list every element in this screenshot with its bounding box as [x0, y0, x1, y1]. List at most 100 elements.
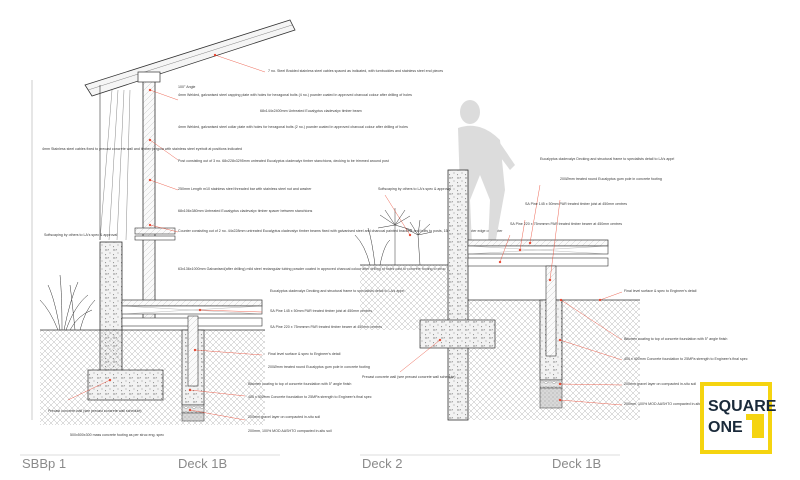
svg-text:SA Pine 220 x 75mmmm PAR treat: SA Pine 220 x 75mmmm PAR treated timber … — [270, 325, 382, 329]
logo-line2: ONE — [708, 419, 743, 436]
svg-text:Counter consisting out of 2 no: Counter consisting out of 2 no. 44x228mm… — [178, 229, 503, 233]
annotation-text: Precast concrete wall (see precast concr… — [362, 375, 455, 379]
right-annotations: Eucalyptus cladevalyx Decking and struct… — [362, 157, 748, 406]
svg-text:Final level surface & spec to: Final level surface & spec to Engineer's… — [624, 289, 697, 293]
svg-text:Post consisting out of 3 no. 6: Post consisting out of 3 no. 68x228x3295… — [178, 159, 389, 163]
annotation-text: Post consisting out of 3 no. 68x228x3295… — [178, 159, 389, 163]
svg-text:Precast concrete wall (see pre: Precast concrete wall (see precast concr… — [48, 409, 141, 413]
section-label-deck2: Deck 2 — [362, 456, 402, 471]
svg-text:Bitumen coating to top of conc: Bitumen coating to top of concrete found… — [248, 382, 351, 386]
svg-text:500x500x300 mass concrete foot: 500x500x300 mass concrete footing as per… — [70, 433, 164, 437]
section-labels: SBBp 1 Deck 1B Deck 2 Deck 1B — [20, 454, 620, 471]
annotation-text: Eucalyptus cladevalyx Decking and struct… — [540, 157, 675, 161]
svg-text:4mm Welded, galvanised steel c: 4mm Welded, galvanised steel collar plat… — [178, 125, 408, 129]
annotation-text: SA Pine 145 x 50mm PAR treated timber jo… — [525, 202, 627, 206]
annotation-text: 200Ømm treated round Eucalyptus gum pole… — [268, 365, 370, 369]
compacted-soil — [181, 412, 205, 422]
annotation-text: 200mm gravel layer on compacted in-situ … — [624, 382, 696, 386]
svg-text:400 x 400mm Concrete foundatio: 400 x 400mm Concrete foundation to 25MPa… — [248, 395, 372, 399]
annotation-text: Bitumen coating to top of concrete found… — [248, 382, 351, 386]
annotation-text: 250mm Length m10 stainless steel threade… — [178, 187, 312, 191]
svg-text:7 no. Steel Braided stainless: 7 no. Steel Braided stainless steel cabl… — [268, 69, 443, 73]
svg-text:4mm Welded, galvanised steel c: 4mm Welded, galvanised steel capping pla… — [178, 93, 412, 97]
pergola-roof-beam — [84, 19, 296, 97]
timber-post — [142, 79, 156, 321]
right-section-drawing — [354, 100, 640, 421]
annotation-text: 200Ømm treated round Eucalyptus gum pole… — [560, 177, 662, 181]
annotation-text: SA Pine 145 x 50mm PAR treated timber jo… — [270, 309, 372, 313]
svg-text:63x136x1000mm Galvanised(after: 63x136x1000mm Galvanised(after drilling)… — [178, 267, 464, 271]
svg-text:Bitumen coating to top of conc: Bitumen coating to top of concrete found… — [624, 337, 727, 341]
annotation-text: 68x106x380mm Untreated Eucalyptus cladev… — [178, 209, 312, 213]
svg-text:200mm, 100% MOD AASHTO compact: 200mm, 100% MOD AASHTO compacted in-situ… — [624, 402, 708, 406]
counter-beam — [134, 227, 176, 235]
section-label-deck1b-right: Deck 1B — [552, 456, 601, 471]
svg-text:200mm gravel layer on compacte: 200mm gravel layer on compacted in-situ … — [624, 382, 696, 386]
annotation-text: Counter consisting out of 2 no. 44x228mm… — [178, 229, 503, 233]
svg-text:250mm Length m10 stainless ste: 250mm Length m10 stainless steel threade… — [178, 187, 312, 191]
papyrus-plants — [354, 208, 433, 266]
annotation-text: SA Pine 220 x 75mmmm PAR treated timber … — [510, 222, 622, 226]
annotation-text: Precast concrete wall (see precast concr… — [48, 409, 141, 413]
svg-text:68x106x380mm Untreated Eucalyp: 68x106x380mm Untreated Eucalyptus cladev… — [178, 209, 312, 213]
svg-text:Eucalyptus cladevalyx Decking: Eucalyptus cladevalyx Decking and struct… — [540, 157, 675, 161]
capping-plate — [137, 71, 161, 83]
annotation-text: 68x144x2400mm Untreated Eucalyptus clade… — [260, 109, 362, 113]
svg-text:200Ømm treated round Eucalyptu: 200Ømm treated round Eucalyptus gum pole… — [268, 365, 370, 369]
svg-text:68x144x2400mm Untreated Eucaly: 68x144x2400mm Untreated Eucalyptus clade… — [260, 109, 362, 113]
wall-foundation-right — [419, 319, 496, 349]
annotation-text: Bitumen coating to top of concrete found… — [624, 337, 727, 341]
deck-bearer-right — [467, 257, 609, 267]
annotation-text: 500x500x300 mass concrete footing as per… — [70, 433, 164, 437]
person-silhouette — [458, 100, 515, 245]
annotation-text: 4mm Welded, galvanised steel collar plat… — [178, 125, 408, 129]
annotation-text: 400 x 400mm Concrete foundation to 25MPa… — [624, 357, 748, 361]
square-one-logo: SQUARE ONE — [700, 382, 777, 454]
annotation-text: 200mm, 100% MOD AASHTO compacted in-situ… — [624, 402, 708, 406]
section-label-deck1b-left: Deck 1B — [178, 456, 227, 471]
right-leaders — [384, 184, 623, 406]
softscaping-plants — [39, 274, 96, 331]
svg-text:4mm Stainless steel cables fix: 4mm Stainless steel cables fixed to prec… — [42, 147, 242, 151]
svg-text:200Ømm treated round Eucalyptu: 200Ømm treated round Eucalyptus gum pole… — [560, 177, 662, 181]
steel-cables — [99, 89, 131, 241]
section-label-sbbp1: SBBp 1 — [22, 456, 66, 471]
planter-soil — [360, 265, 448, 330]
left-leaders — [67, 53, 266, 421]
annotation-text: 4mm Welded, galvanised steel capping pla… — [178, 93, 412, 97]
svg-text:SA Pine 145 x 50mm PAR treated: SA Pine 145 x 50mm PAR treated timber jo… — [525, 202, 627, 206]
svg-text:Eucalyptus cladevalyx Decking: Eucalyptus cladevalyx Decking and struct… — [270, 289, 405, 293]
wall-foundation — [87, 369, 164, 401]
annotation-text: Softscaping by others to LA's spec & app… — [44, 233, 117, 237]
svg-text:Softscaping by others to LA's: Softscaping by others to LA's spec & app… — [378, 187, 451, 191]
svg-text:SA Pine 145 x 50mm PAR treated: SA Pine 145 x 50mm PAR treated timber jo… — [270, 309, 372, 313]
gum-pole — [187, 315, 199, 387]
annotation-text: 100° Angle — [178, 85, 195, 89]
svg-text:Precast concrete wall (see pre: Precast concrete wall (see precast concr… — [362, 375, 455, 379]
deck-boards-right — [467, 239, 609, 247]
annotation-text: 200mm, 100% MOD AASHTO compacted in-situ… — [248, 429, 332, 433]
annotation-text: 200mm gravel layer on compacted in-situ … — [248, 415, 320, 419]
svg-text:100° Angle: 100° Angle — [178, 85, 195, 89]
annotation-text: 400 x 400mm Concrete foundation to 25MPa… — [248, 395, 372, 399]
logo-line1: SQUARE — [708, 398, 777, 415]
compacted-soil-right — [539, 387, 563, 409]
svg-text:200mm, 100% MOD AASHTO compact: 200mm, 100% MOD AASHTO compacted in-situ… — [248, 429, 332, 433]
precast-wall-right — [447, 169, 469, 421]
svg-text:Final level surface & spec to: Final level surface & spec to Engineer's… — [268, 352, 341, 356]
annotation-text: Final level surface & spec to Engineer's… — [268, 352, 341, 356]
annotation-text: Final level surface & spec to Engineer's… — [624, 289, 697, 293]
annotation-text: 4mm Stainless steel cables fixed to prec… — [42, 147, 242, 151]
deck-boards — [121, 299, 263, 307]
gum-pole-right — [545, 265, 557, 357]
left-annotations: 7 no. Steel Braided stainless steel cabl… — [42, 69, 503, 437]
left-section-drawing — [31, 19, 296, 425]
annotation-text: Eucalyptus cladevalyx Decking and struct… — [270, 289, 405, 293]
annotation-text: 63x136x1000mm Galvanised(after drilling)… — [178, 267, 464, 271]
svg-text:200mm gravel layer on compacte: 200mm gravel layer on compacted in-situ … — [248, 415, 320, 419]
gravel-layer-right — [539, 379, 563, 389]
svg-text:Softscaping by others to LA's: Softscaping by others to LA's spec & app… — [44, 233, 117, 237]
svg-text:SA Pine 220 x 75mmmm PAR treat: SA Pine 220 x 75mmmm PAR treated timber … — [510, 222, 622, 226]
annotation-text: Softscaping by others to LA's spec & app… — [378, 187, 451, 191]
